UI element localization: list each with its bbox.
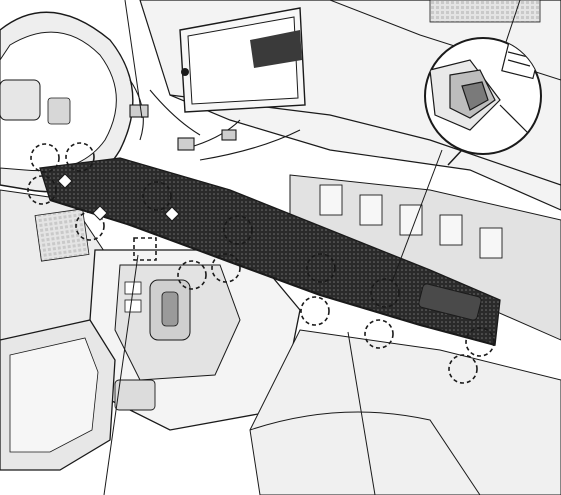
leader-lines: [103, 0, 521, 495]
trim-strip-edge: [49, 199, 496, 346]
dashed-circle-icon: [177, 260, 207, 290]
diamond-arrow-icon: [164, 206, 180, 222]
dashed-circle-icon: [364, 319, 394, 349]
dashed-square-icon: [133, 237, 157, 261]
defrost-grille: [429, 0, 541, 23]
strip-connector: [418, 283, 482, 321]
arrow-markers: [57, 173, 180, 222]
diamond-arrow-icon: [57, 173, 73, 189]
cupholder-slot: [114, 379, 156, 411]
dashed-circle-icon: [65, 142, 95, 172]
dashed-circle-icon: [465, 327, 495, 357]
dashed-circle-icon: [306, 253, 336, 283]
dashed-circle-icon: [370, 278, 400, 308]
dashed-circle-icon: [223, 215, 253, 245]
cavity-brackets: [319, 184, 503, 259]
clip-callouts: [27, 142, 495, 384]
steering-wheel: [0, 11, 134, 193]
dashed-circle-icon: [300, 296, 330, 326]
dashed-circle-icon: [30, 143, 60, 173]
dashed-circle-icon: [27, 175, 57, 205]
dashed-circle-icon: [448, 354, 478, 384]
dashed-circle-icon: [142, 181, 172, 211]
floor-vent: [34, 208, 90, 262]
dashed-circle-icon: [211, 253, 241, 283]
clip-detail-icon: [424, 37, 542, 166]
dashed-circle-icon: [75, 211, 105, 241]
infotainment-display: [179, 7, 306, 113]
wiring-harness: [129, 79, 301, 161]
diamond-arrow-icon: [92, 205, 108, 221]
gear-selector: [124, 279, 191, 341]
